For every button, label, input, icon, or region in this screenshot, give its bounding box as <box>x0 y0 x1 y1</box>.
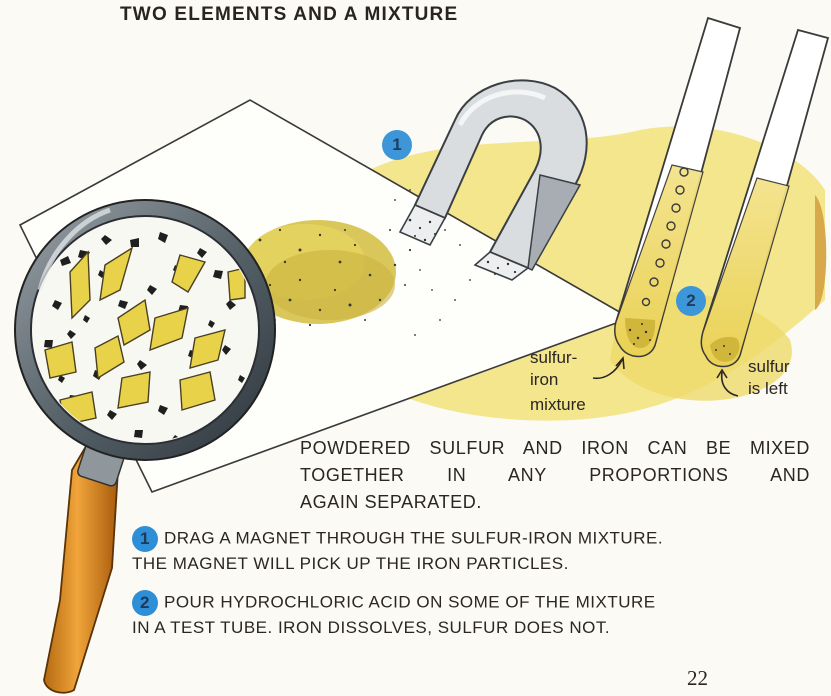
step-text: THE MAGNET WILL PICK UP THE IRON PARTICL… <box>132 552 812 576</box>
step-text: DRAG A MAGNET THROUGH THE SULFUR-IRON MI… <box>164 528 663 547</box>
step-text: IN A TEST TUBE. IRON DISSOLVES, SULFUR D… <box>132 616 812 640</box>
step-1: 1 DRAG A MAGNET THROUGH THE SULFUR-IRON M… <box>132 526 812 576</box>
mixture-label-line2: iron <box>530 370 558 390</box>
step1-marker: 1 <box>382 130 412 160</box>
intro-line: AGAIN SEPARATED. <box>300 489 810 516</box>
step2-marker: 2 <box>676 286 706 316</box>
sulfur-label-line1: sulfur <box>748 357 790 377</box>
sulfur-label-line2: is left <box>748 379 788 399</box>
page-number: 22 <box>687 666 708 691</box>
intro-paragraph: POWDERED SULFUR AND IRON CAN BE MIXED TO… <box>300 435 810 516</box>
intro-line: POWDERED SULFUR AND IRON CAN BE MIXED <box>300 435 810 462</box>
mixture-label-line1: sulfur- <box>530 348 577 368</box>
step-number-badge: 2 <box>132 590 158 616</box>
mixture-label-line3: mixture <box>530 395 586 415</box>
step-number-badge: 1 <box>132 526 158 552</box>
intro-line: TOGETHER IN ANY PROPORTIONS AND <box>300 462 810 489</box>
page-title: TWO ELEMENTS AND A MIXTURE <box>120 4 458 26</box>
step-text: POUR HYDROCHLORIC ACID ON SOME OF THE MI… <box>164 592 656 611</box>
step-2: 2 POUR HYDROCHLORIC ACID ON SOME OF THE M… <box>132 590 812 640</box>
